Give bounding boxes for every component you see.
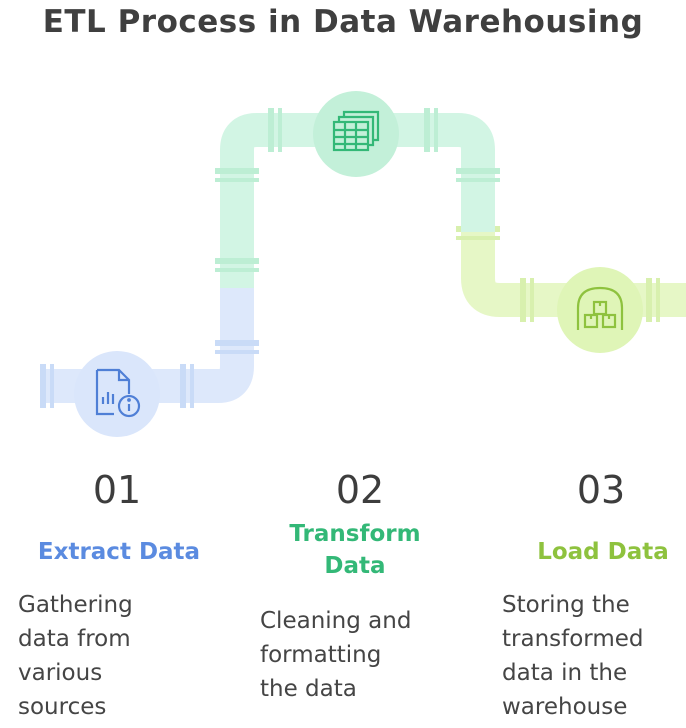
step-desc-extract: Gathering data from various sources (18, 588, 218, 724)
desc-line: data in the (502, 660, 628, 686)
desc-line: warehouse (502, 694, 628, 720)
transform-node (313, 91, 399, 177)
step-title-transform: Transform Data (240, 518, 470, 582)
extract-node (74, 351, 160, 437)
desc-line: Gathering (18, 592, 133, 618)
warehouse-icon (576, 286, 624, 330)
pipeline-diagram (40, 91, 686, 437)
step-title-extract: Extract Data (37, 539, 201, 565)
step-number-2: 02 (335, 468, 385, 512)
desc-line: transformed (502, 626, 644, 652)
desc-line: sources (18, 694, 107, 720)
extract-pipe (40, 288, 259, 408)
desc-line: various (18, 660, 103, 686)
step-title-load: Load Data (537, 539, 669, 565)
document-info-icon (95, 368, 141, 418)
desc-line: Storing the (502, 592, 630, 618)
desc-line: data from (18, 626, 131, 652)
load-node (557, 267, 643, 353)
desc-line: formatting (260, 642, 382, 668)
page-title: ETL Process in Data Warehousing (42, 4, 644, 40)
step-desc-load: Storing the transformed data in the ware… (502, 588, 686, 724)
step-desc-transform: Cleaning and formatting the data (260, 604, 460, 706)
table-icon (332, 110, 380, 152)
step-number-1: 01 (92, 468, 142, 512)
step-number-3: 03 (576, 468, 626, 512)
desc-line: the data (260, 676, 357, 702)
title-line: Transform (289, 521, 421, 547)
title-line: Data (324, 553, 386, 579)
desc-line: Cleaning and (260, 608, 412, 634)
